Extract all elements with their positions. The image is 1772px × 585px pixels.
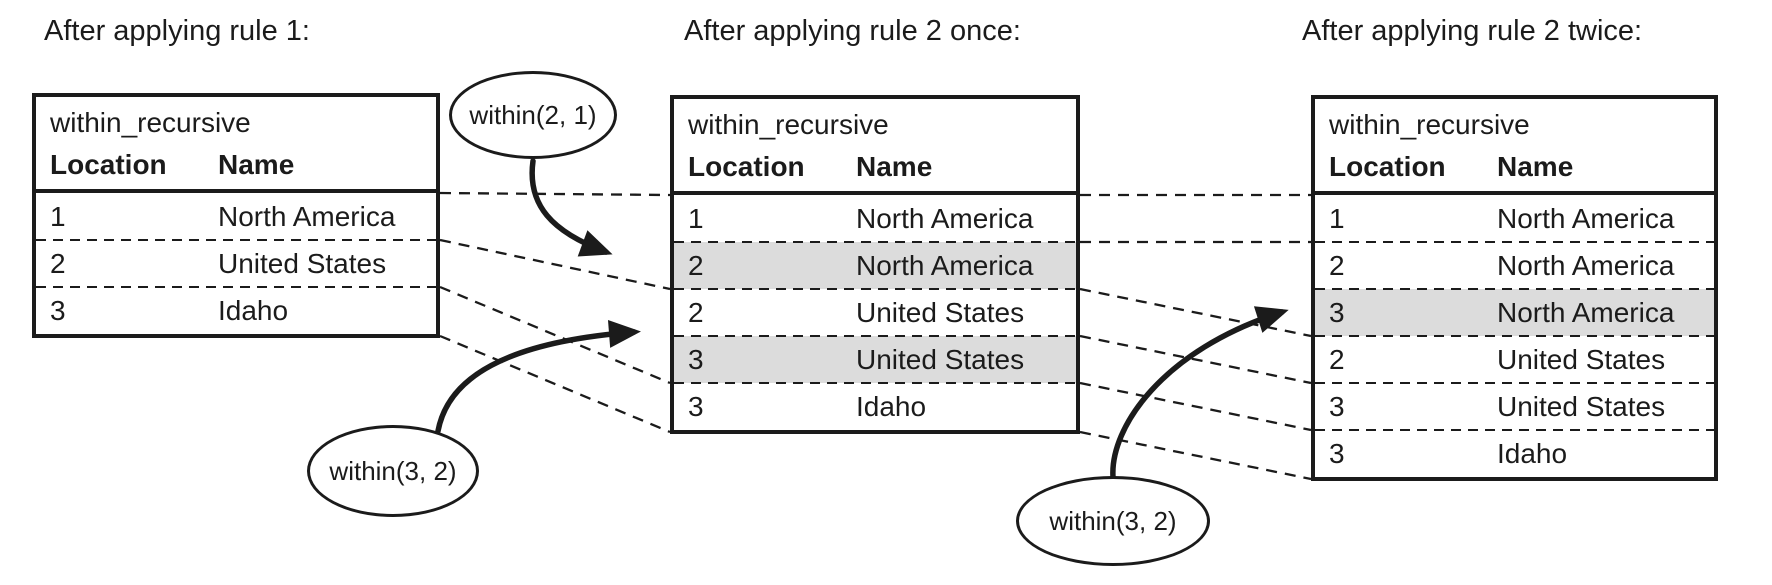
table-row: 2 North America [674,241,1076,289]
cell-name: United States [856,297,1025,328]
panel-title-rule-2-once: After applying rule 2 once: [684,15,1021,47]
annotation-ellipse-within-3-2-left: within(3, 2) [307,425,479,517]
dashed-connector [1079,334,1312,385]
cell-location: 3 [50,295,66,326]
column-header-location: Location [50,149,167,180]
panel-title-rule-1: After applying rule 1: [44,15,310,47]
cell-name: North America [856,250,1034,281]
cell-location: 3 [688,391,704,422]
table-row: 2 United States [36,239,436,287]
cell-location: 2 [1329,250,1345,281]
cell-name: North America [856,203,1034,234]
annotation-label: within(3, 2) [329,455,457,486]
table-row: 3 Idaho [674,382,1076,430]
table-row: 1 North America [1315,195,1714,242]
cell-name: Idaho [856,391,927,422]
cell-location: 2 [688,297,704,328]
panel-title-rule-2-twice: After applying rule 2 twice: [1302,15,1643,47]
cell-name: Idaho [218,295,289,326]
dashed-connector [1079,287,1312,338]
cell-location: 1 [1329,203,1345,234]
cell-location: 3 [1329,438,1345,469]
table-row: 3 United States [674,335,1076,383]
table-row: 3 United States [1315,382,1714,430]
table-after-rule-2-twice: within_recursive Location Name 1 North A… [1311,95,1718,481]
dashed-connector [1079,430,1312,481]
table-row: 2 North America [1315,241,1714,289]
cell-name: North America [1497,297,1675,328]
cell-name: United States [1497,391,1666,422]
arrow-within-2-1 [529,158,613,257]
annotation-label: within(2, 1) [469,99,597,130]
table-name: within_recursive [50,107,251,138]
cell-name: Idaho [1497,438,1568,469]
table-row: 3 Idaho [36,286,436,334]
table-header-row: Location Name [36,145,436,193]
annotation-label: within(3, 2) [1049,505,1177,536]
dashed-connector [1079,381,1312,432]
table-row: 3 North America [1315,288,1714,336]
column-header-location: Location [1329,151,1446,182]
table-row: 1 North America [674,195,1076,242]
annotation-ellipse-within-3-2-right: within(3, 2) [1016,476,1210,566]
cell-location: 1 [50,201,66,232]
cell-name: United States [856,344,1025,375]
cell-name: North America [218,201,396,232]
table-name: within_recursive [688,109,889,140]
arrow-within-3-2-left [435,319,641,434]
dashed-connector [439,238,671,291]
cell-location: 3 [688,344,704,375]
cell-name: North America [1497,203,1675,234]
cell-name: United States [218,248,387,279]
table-header-row: Location Name [1315,147,1714,195]
column-header-location: Location [688,151,805,182]
table-row: 1 North America [36,193,436,240]
cell-location: 2 [50,248,66,279]
dashed-connector [439,191,671,197]
table-row: 2 United States [1315,335,1714,383]
annotation-ellipse-within-2-1: within(2, 1) [449,71,617,159]
column-header-name: Name [1497,151,1574,182]
dashed-connector [439,334,671,434]
table-row: 3 Idaho [1315,429,1714,477]
table-header-row: Location Name [674,147,1076,195]
cell-location: 2 [1329,344,1345,375]
cell-location: 1 [688,203,704,234]
cell-name: United States [1497,344,1666,375]
column-header-name: Name [856,151,933,182]
table-row: 2 United States [674,288,1076,336]
table-after-rule-2-once: within_recursive Location Name 1 North A… [670,95,1080,434]
column-header-name: Name [218,149,295,180]
table-after-rule-1: within_recursive Location Name 1 North A… [32,93,440,338]
dashed-connector [439,285,671,385]
cell-location: 2 [688,250,704,281]
cell-location: 3 [1329,297,1345,328]
table-name: within_recursive [1329,109,1530,140]
cell-name: North America [1497,250,1675,281]
cell-location: 3 [1329,391,1345,422]
arrow-within-3-2-right [1110,306,1289,480]
